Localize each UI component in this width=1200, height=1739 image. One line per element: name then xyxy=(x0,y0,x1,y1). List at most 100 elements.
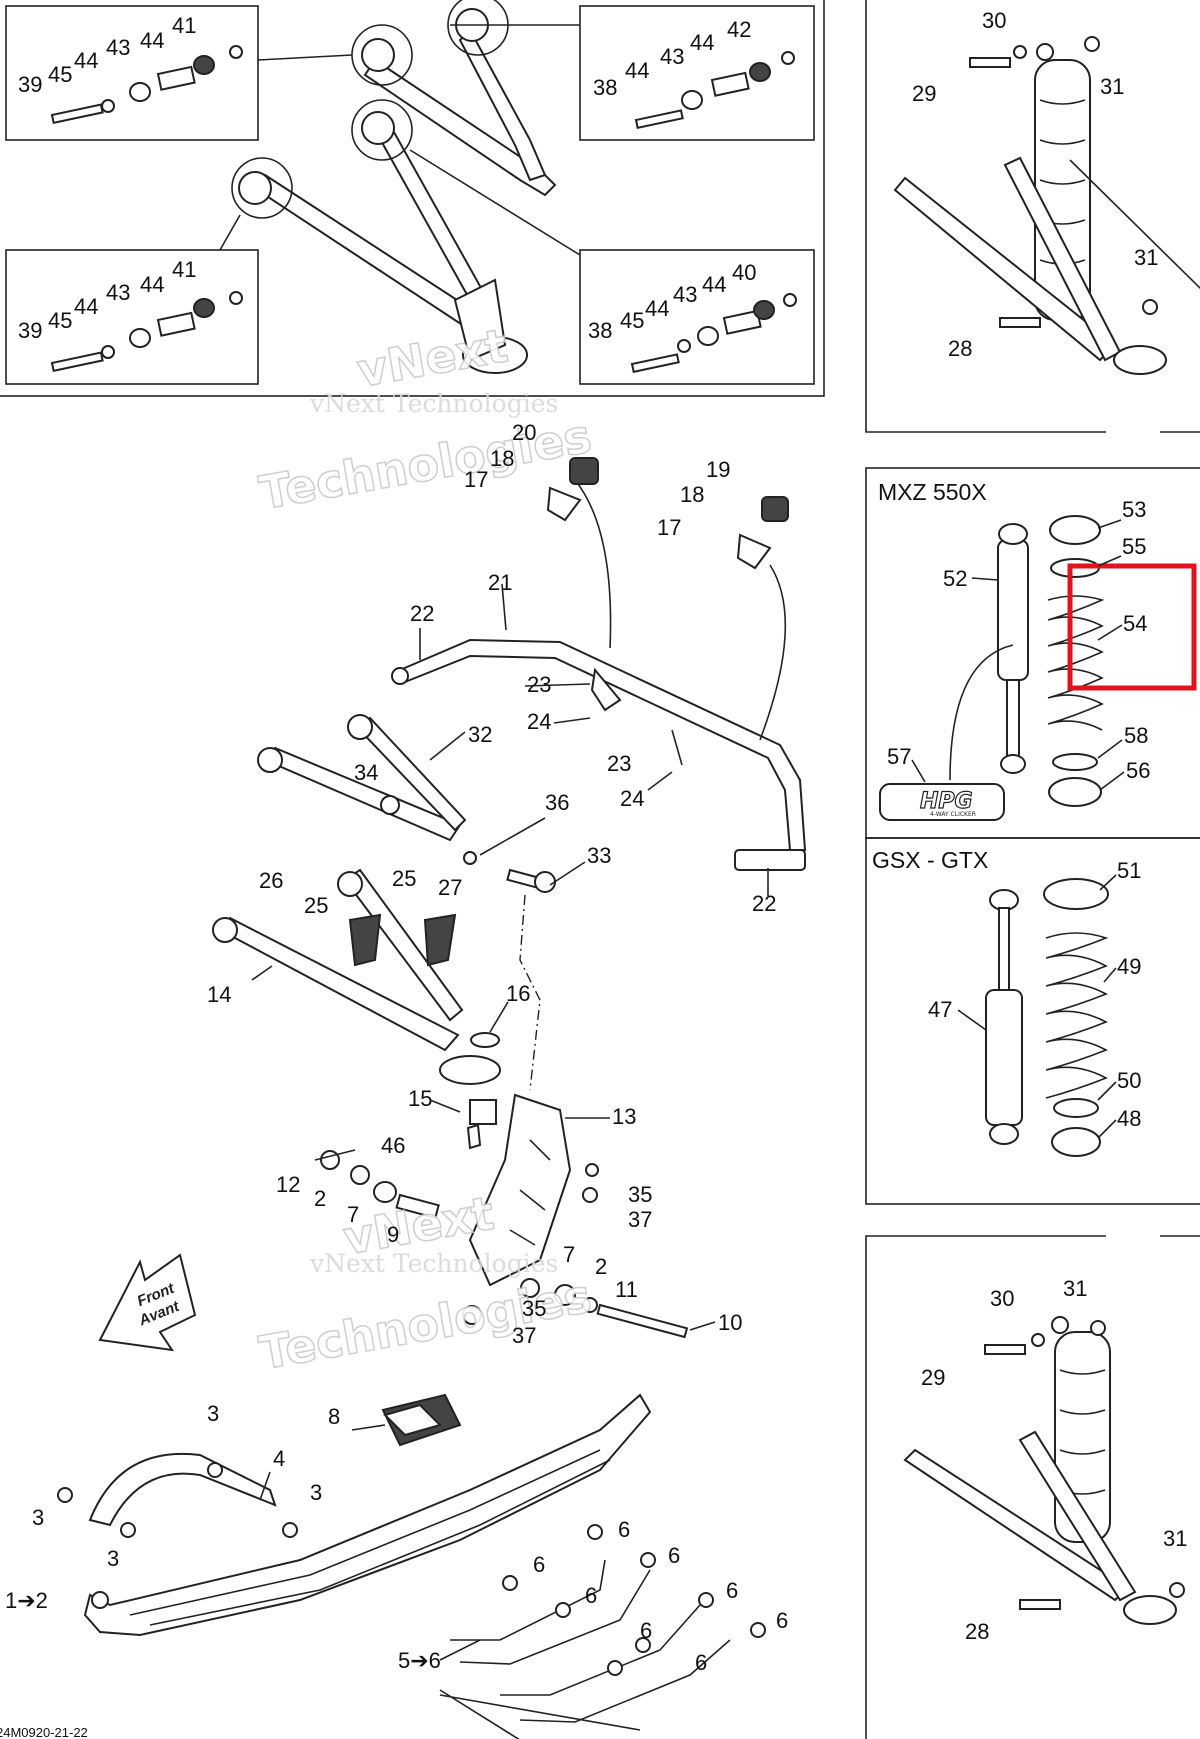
label-48: 48 xyxy=(1117,1106,1141,1131)
gsx-gtx-title: GSX - GTX xyxy=(872,847,988,873)
label-6: 6 xyxy=(695,1650,707,1675)
gsx-gtx-frame: GSX - GTX xyxy=(865,837,1200,1205)
label-50: 50 xyxy=(1117,1068,1141,1093)
label-38: 38 xyxy=(588,318,612,343)
label-52: 52 xyxy=(943,566,967,591)
label-23: 23 xyxy=(607,751,631,776)
label-43: 43 xyxy=(106,35,130,60)
label-45: 45 xyxy=(48,62,72,87)
watermark-word-technologies-top: Technologies xyxy=(256,409,596,520)
label-38: 38 xyxy=(593,75,617,100)
label-6: 6 xyxy=(668,1543,680,1568)
label-2: 2 xyxy=(314,1186,326,1211)
label-23: 23 xyxy=(527,672,551,697)
label-27: 27 xyxy=(438,875,462,900)
label-43: 43 xyxy=(106,280,130,305)
label-28: 28 xyxy=(948,336,972,361)
bolt-set-bottom-right xyxy=(630,293,797,374)
bolt-set-top-left xyxy=(50,45,243,125)
mxz-550x-title: MXZ 550X xyxy=(878,479,987,505)
label-20: 20 xyxy=(512,420,536,445)
a-arm-assembly xyxy=(212,714,556,1125)
label-6: 6 xyxy=(618,1517,630,1542)
watermark-top: vNext Technologies vNext Technologies xyxy=(255,318,596,521)
label-45: 45 xyxy=(48,308,72,333)
label-31: 31 xyxy=(1063,1276,1087,1301)
label-14: 14 xyxy=(207,982,231,1007)
sway-bar-assembly xyxy=(391,457,807,871)
label-7: 7 xyxy=(347,1202,359,1227)
label-28: 28 xyxy=(965,1619,989,1644)
part-labels: 41 44 43 44 45 39 42 44 43 44 38 41 44 4… xyxy=(5,8,1187,1675)
bolt-set-top-right xyxy=(634,51,795,130)
label-24: 24 xyxy=(527,709,551,734)
label-24: 24 xyxy=(620,786,644,811)
shock-frame-bottom xyxy=(865,1235,1200,1739)
label-6: 6 xyxy=(726,1578,738,1603)
label-49: 49 xyxy=(1117,954,1141,979)
label-53: 53 xyxy=(1122,497,1146,522)
label-7: 7 xyxy=(563,1242,575,1267)
label-55: 55 xyxy=(1122,534,1146,559)
label-35: 35 xyxy=(522,1296,546,1321)
label-36: 36 xyxy=(545,790,569,815)
label-31: 31 xyxy=(1163,1526,1187,1551)
label-41: 41 xyxy=(172,257,196,282)
label-44: 44 xyxy=(140,272,164,297)
label-44: 44 xyxy=(702,272,726,297)
label-6: 6 xyxy=(533,1552,545,1577)
label-42: 42 xyxy=(727,17,751,42)
label-47: 47 xyxy=(928,997,952,1022)
watermark-vnext-technologies-top: vNext Technologies xyxy=(309,389,558,418)
label-3: 3 xyxy=(310,1480,322,1505)
hpg-logo-subtext: 4-WAY CLICKER xyxy=(930,811,976,818)
label-57: 57 xyxy=(887,744,911,769)
label-44: 44 xyxy=(645,296,669,321)
label-31: 31 xyxy=(1134,245,1158,270)
label-29: 29 xyxy=(912,81,936,106)
label-44: 44 xyxy=(625,58,649,83)
label-18: 18 xyxy=(680,482,704,507)
label-58: 58 xyxy=(1124,723,1148,748)
label-3: 3 xyxy=(32,1505,44,1530)
label-3: 3 xyxy=(207,1401,219,1426)
shock-frame-top xyxy=(865,0,1200,433)
label-5-to-6: 5➔6 xyxy=(398,1648,441,1673)
label-35: 35 xyxy=(628,1182,652,1207)
label-40: 40 xyxy=(732,260,756,285)
label-12: 12 xyxy=(276,1172,300,1197)
label-26: 26 xyxy=(259,868,283,893)
label-6: 6 xyxy=(640,1618,652,1643)
label-17: 17 xyxy=(464,467,488,492)
label-22: 22 xyxy=(410,601,434,626)
label-37: 37 xyxy=(512,1323,536,1348)
label-44: 44 xyxy=(690,30,714,55)
label-41: 41 xyxy=(172,13,196,38)
label-31: 31 xyxy=(1100,74,1124,99)
label-4: 4 xyxy=(273,1446,285,1471)
mxz-550x-frame: MXZ 550X HPG 4-WAY CLICKER xyxy=(865,467,1200,839)
ski-assembly xyxy=(57,1393,766,1739)
label-39: 39 xyxy=(18,318,42,343)
label-18: 18 xyxy=(490,446,514,471)
label-21: 21 xyxy=(488,570,512,595)
label-22: 22 xyxy=(752,891,776,916)
label-2: 2 xyxy=(595,1254,607,1279)
label-3: 3 xyxy=(107,1546,119,1571)
front-direction-arrow: Front Avant xyxy=(98,1253,197,1352)
label-29: 29 xyxy=(921,1365,945,1390)
label-30: 30 xyxy=(990,1286,1014,1311)
label-44: 44 xyxy=(74,48,98,73)
label-43: 43 xyxy=(660,44,684,69)
label-16: 16 xyxy=(506,981,530,1006)
label-43: 43 xyxy=(673,282,697,307)
hpg-logo: HPG 4-WAY CLICKER xyxy=(879,783,1005,821)
label-46: 46 xyxy=(381,1133,405,1158)
label-19: 19 xyxy=(706,457,730,482)
label-51: 51 xyxy=(1117,858,1141,883)
hpg-logo-text: HPG xyxy=(920,789,973,814)
label-15: 15 xyxy=(408,1086,432,1111)
label-1-to-2: 1➔2 xyxy=(5,1588,48,1613)
label-17: 17 xyxy=(657,515,681,540)
label-54: 54 xyxy=(1123,611,1147,636)
